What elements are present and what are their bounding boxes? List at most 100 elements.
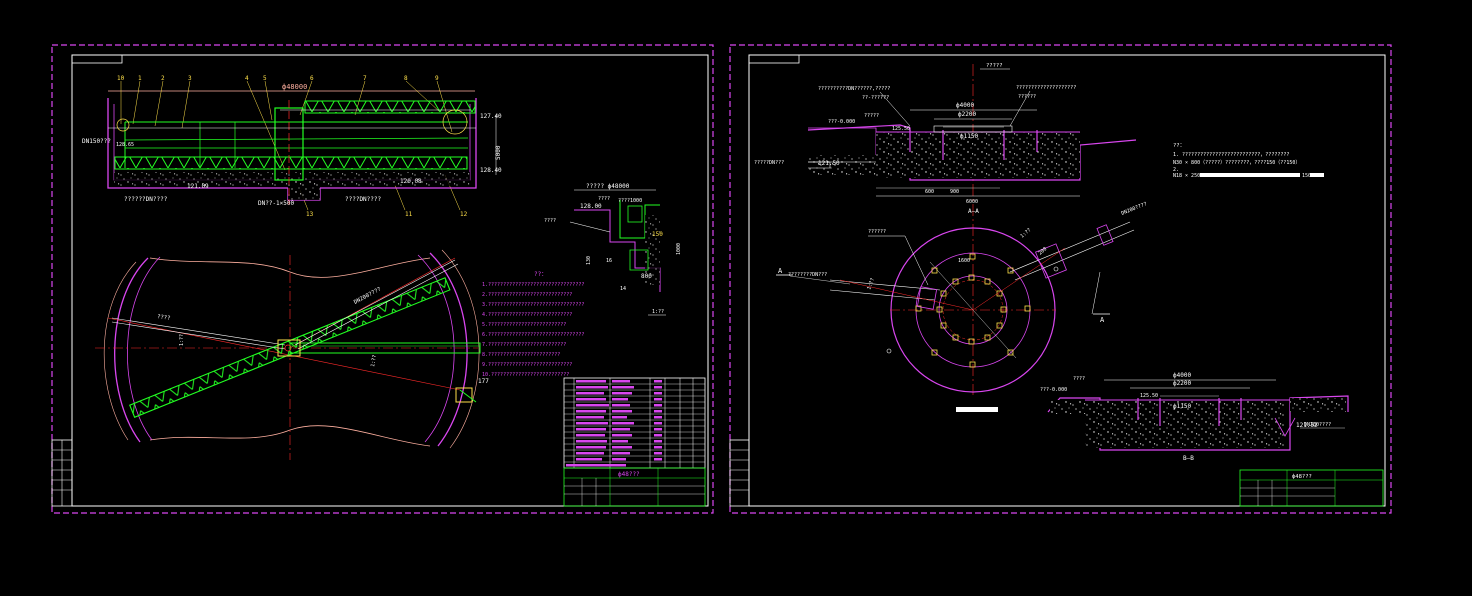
- section-mark-a-right: A: [1100, 316, 1105, 324]
- plan-caption-bar: [956, 407, 998, 412]
- secA-dim-900: 900: [950, 189, 959, 195]
- balloon-6: 6: [310, 75, 314, 82]
- balloon-7: 7: [363, 75, 367, 82]
- right-notes-line-1: 1. ??????????????????????????，????????: [1173, 152, 1289, 158]
- left-sheet-corner-tag: [71, 54, 123, 64]
- secB-caption: B—B: [1183, 455, 1194, 462]
- lbl-level-128-40: 128.40: [480, 167, 502, 174]
- note-line-10: 10.??????????????????????????: [482, 372, 569, 378]
- note-line-3: 3.????????????????????????????????: [482, 302, 584, 308]
- balloon-1: 1: [138, 75, 142, 82]
- detail-title: ????? ф48000: [586, 183, 630, 190]
- right-notes-line-4: N18 × 250: [1173, 173, 1200, 179]
- balloon-11: 11: [405, 211, 413, 218]
- tank-section-elevation: ф48000 10 1 2 3 4 5 6 7: [82, 75, 502, 218]
- secA-dim-2200: ф2200: [958, 111, 976, 118]
- detail-dim-150: 150: [652, 231, 663, 238]
- secA-caption: A—A: [968, 208, 979, 215]
- detail-dim-130: 130: [586, 256, 592, 265]
- left-notes-lines: 1.???????????????????????????????? 2.???…: [482, 282, 584, 378]
- note-line-8: 8.????????????????????????: [482, 352, 560, 358]
- foundation-section-b: ф4000 ф2200 ф1150 125.50 121.52 ???-0.00…: [1040, 372, 1349, 462]
- secA-dim-1150: ф1150: [960, 133, 978, 140]
- detail-dim-1000: 1000: [676, 243, 682, 255]
- plan-label-pipe: ????: [157, 314, 171, 322]
- right-notes-line-2: N30 × 800（?????）????????，????150（??150）: [1173, 160, 1300, 166]
- left-side-strip: [51, 439, 73, 507]
- secA-label-6: ?????DN???: [754, 160, 784, 166]
- secA-dim-600: 600: [925, 189, 934, 195]
- secB-label-a: ????: [1073, 376, 1085, 382]
- plan-dim-177: 177: [478, 378, 489, 385]
- detail-label-b: ????1000: [618, 198, 642, 204]
- plan-label-dn200: DN200????: [353, 286, 382, 305]
- plan-dim-1600: 1600: [958, 258, 970, 264]
- plan-dim-200: 200: [1037, 246, 1048, 256]
- detail-label-a: ????: [598, 196, 610, 202]
- lbl-callout-b: DN??-1×500: [258, 200, 295, 207]
- note-line-1: 1.????????????????????????????????: [482, 282, 584, 288]
- plan-dim-1: 1:??: [179, 334, 185, 346]
- detail-dim-14: 14: [620, 286, 626, 292]
- note-line-2: 2.????????????????????????????: [482, 292, 572, 298]
- left-drawing-title: ф48???: [618, 471, 640, 478]
- right-drawing-title: ф48???: [1292, 474, 1312, 480]
- note-line-9: 9.????????????????????????????: [482, 362, 572, 368]
- lbl-depth-5000: 5000: [495, 145, 502, 160]
- inlet-pipe-plan: [789, 275, 941, 310]
- balloon-12: 12: [460, 211, 468, 218]
- detail-dim-800: 800: [641, 273, 652, 280]
- lbl-level-127-40: 127.40: [480, 113, 502, 120]
- secB-dim-1150: ф1150: [1173, 403, 1191, 410]
- balloon-5: 5: [263, 75, 267, 82]
- left-sheet-outer-border: [51, 44, 714, 514]
- secA-level-121: 121.50: [818, 160, 840, 167]
- balloon-4: 4: [245, 75, 249, 82]
- left-title-block: ф48???: [563, 467, 706, 507]
- balloon-10: 10: [117, 75, 125, 82]
- foundation-plan: ?????? ????????DN??? DN200???? 1:?? 200 …: [776, 201, 1148, 412]
- lbl-level-121-09: 121.09: [187, 183, 209, 190]
- secA-dim-6000: 6000: [966, 199, 978, 205]
- plan-label-c: DN200????: [1121, 201, 1148, 217]
- right-top-label: ?????: [986, 63, 1003, 69]
- balloon-2: 2: [161, 75, 165, 82]
- lbl-callout-a: ??????DN????: [124, 196, 168, 203]
- secA-label-5: ?????: [864, 113, 879, 119]
- left-notes-block: ??： 1.???????????????????????????????? 2…: [482, 271, 584, 378]
- secB-label-b: DN200????: [1304, 422, 1331, 428]
- secB-level-125: 125.50: [1140, 393, 1158, 399]
- balloon-3: 3: [188, 75, 192, 82]
- lbl-level-128-65: 128.65: [116, 142, 134, 148]
- right-notes-block: ??： 1. ??????????????????????????，??????…: [1173, 143, 1324, 179]
- note-line-7: 7.??????????????????????????: [482, 342, 566, 348]
- secA-label-1: ??????????DN??????,?????: [818, 86, 890, 92]
- right-sheet-corner-tag: [748, 54, 800, 64]
- plan-label-a: ??????: [868, 229, 886, 235]
- balloon-8: 8: [404, 75, 408, 82]
- balloon-13: 13: [306, 211, 314, 218]
- tank-plan-view: DN200???? ???? 1:?? 1:?? 177: [95, 249, 489, 460]
- right-notes-line-3: 2.: [1173, 167, 1179, 173]
- secB-dim-2200: ф2200: [1173, 380, 1191, 387]
- section-mark-a-left: A: [778, 267, 783, 275]
- foundation-section-a: ф4000 ф2200 ф1150 121.50 125.50 ???-0.00…: [754, 85, 1137, 215]
- left-notes-title: ??：: [534, 271, 547, 278]
- note-line-4: 4.????????????????????????????: [482, 312, 572, 318]
- secA-label-4: ??????: [1018, 94, 1036, 100]
- detail-scale: 1:??: [652, 309, 664, 315]
- plan-label-b: ????????DN???: [788, 272, 827, 278]
- plan-dim-2: 1:??: [370, 354, 378, 367]
- weir-detail: ????? ф48000 128.00 ???? ????1000 150 80…: [544, 183, 682, 316]
- lbl-callout-c: ????DN????: [345, 196, 382, 203]
- secA-label-2: ??-??????: [862, 95, 889, 101]
- outlet-pipe-plan: [1009, 221, 1135, 281]
- secA-label-3: ????????????????????: [1016, 85, 1076, 91]
- right-sheet: ????? ф4000 ф2200 ф1150 121.50: [729, 44, 1392, 514]
- right-sheet-outer-border: [729, 44, 1392, 514]
- secA-dim-4000: ф4000: [956, 102, 974, 109]
- secB-dim-4000: ф4000: [1173, 372, 1191, 379]
- plan-dim-2: 1:??: [866, 277, 876, 290]
- plan-dim-1: 1:??: [1019, 227, 1032, 239]
